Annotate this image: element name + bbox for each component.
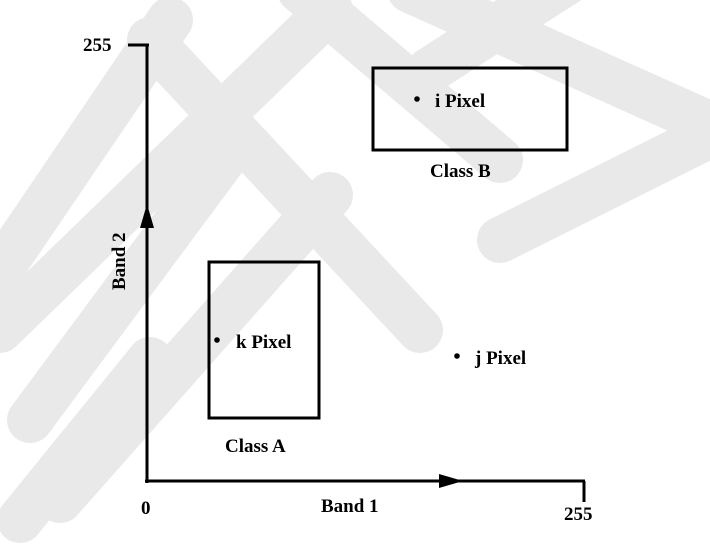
class-a-box xyxy=(207,260,321,420)
k-pixel-label: k Pixel xyxy=(236,332,291,353)
j-pixel-label: j Pixel xyxy=(474,348,526,369)
origin-label: 0 xyxy=(141,498,151,519)
axes xyxy=(128,43,586,502)
x-max-label: 255 xyxy=(564,504,593,525)
y-axis-arrow-icon xyxy=(140,204,154,228)
class-b-box xyxy=(371,66,569,152)
x-axis-label: Band 1 xyxy=(321,496,379,517)
watermark xyxy=(0,0,710,543)
i-pixel-label: i Pixel xyxy=(435,91,485,112)
y-max-label: 255 xyxy=(83,35,112,56)
i-pixel-dot xyxy=(414,96,420,102)
k-pixel-dot xyxy=(214,337,220,343)
class-b-label: Class B xyxy=(430,161,491,182)
j-pixel-dot xyxy=(454,353,460,359)
class-a-label: Class A xyxy=(225,436,286,457)
x-axis-arrow-icon xyxy=(439,474,463,488)
y-axis-label: Band 2 xyxy=(109,232,130,290)
